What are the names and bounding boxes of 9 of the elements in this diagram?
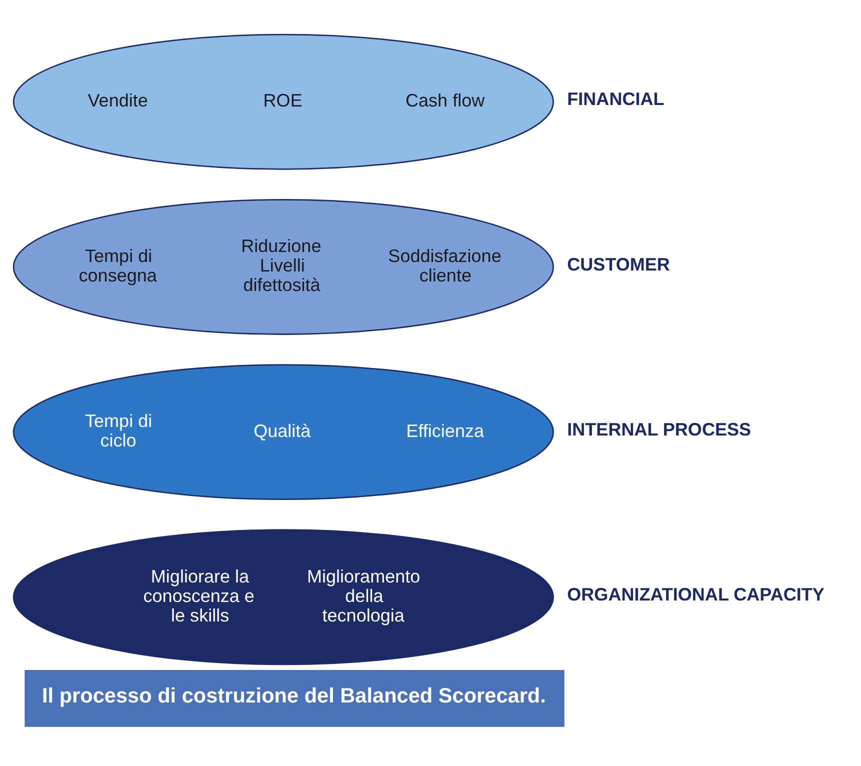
caption: Il processo di costruzione del Balanced Scorecard. [42, 684, 546, 708]
node-ellipse: Migliorare la conoscenza e le skills Miglioramento della tecnologia [12, 528, 554, 665]
node-ellipse: Tempi di ciclo Qualità Efficienza [12, 364, 554, 500]
node-label: FINANCIAL [567, 88, 664, 109]
node-label: CUSTOMER [567, 254, 670, 274]
node-label: INTERNAL PROCESS [567, 418, 752, 439]
node-label: ORGANIZATIONAL CAPACITY [567, 584, 824, 604]
node-ellipse: Tempi di consegna Riduzione Livelli difettosità Soddisfazione cliente [12, 198, 554, 334]
node-ellipse: Vendite ROE Cash flow [12, 33, 554, 170]
